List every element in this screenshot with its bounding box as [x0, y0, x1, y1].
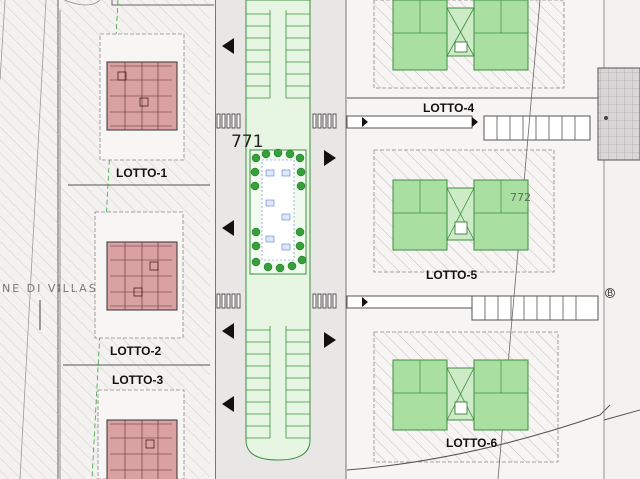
survey-marker-icon: B [605, 288, 615, 299]
lot-2-label: LOTTO-2 [110, 344, 161, 358]
lot-3-label: LOTTO-3 [112, 373, 163, 387]
elevation-771: 771 [231, 132, 263, 152]
lot-6-label: LOTTO-6 [446, 436, 497, 450]
direction-arrow-icon [222, 38, 336, 412]
survey-marker-label: B [607, 289, 613, 299]
lot-5: 772 LOTTO-5 [392, 179, 531, 282]
tree-icon [250, 148, 307, 273]
lot-4: LOTTO-4 [392, 0, 529, 115]
lot-1: LOTTO-1 [99, 33, 185, 180]
elevation-772: 772 [510, 191, 531, 204]
lot-2: LOTTO-2 [94, 211, 184, 358]
lot-6: LOTTO-6 [392, 359, 529, 450]
lot-5-label: LOTTO-5 [426, 268, 477, 282]
lot-3: LOTTO-3 [97, 373, 185, 479]
lot-1-label: LOTTO-1 [116, 166, 167, 180]
pedestrian-crossing-icon [216, 113, 337, 309]
lot-4-label: LOTTO-4 [423, 101, 474, 115]
parking-island: 771 [231, 0, 311, 461]
neighbour-building: B [597, 67, 640, 421]
